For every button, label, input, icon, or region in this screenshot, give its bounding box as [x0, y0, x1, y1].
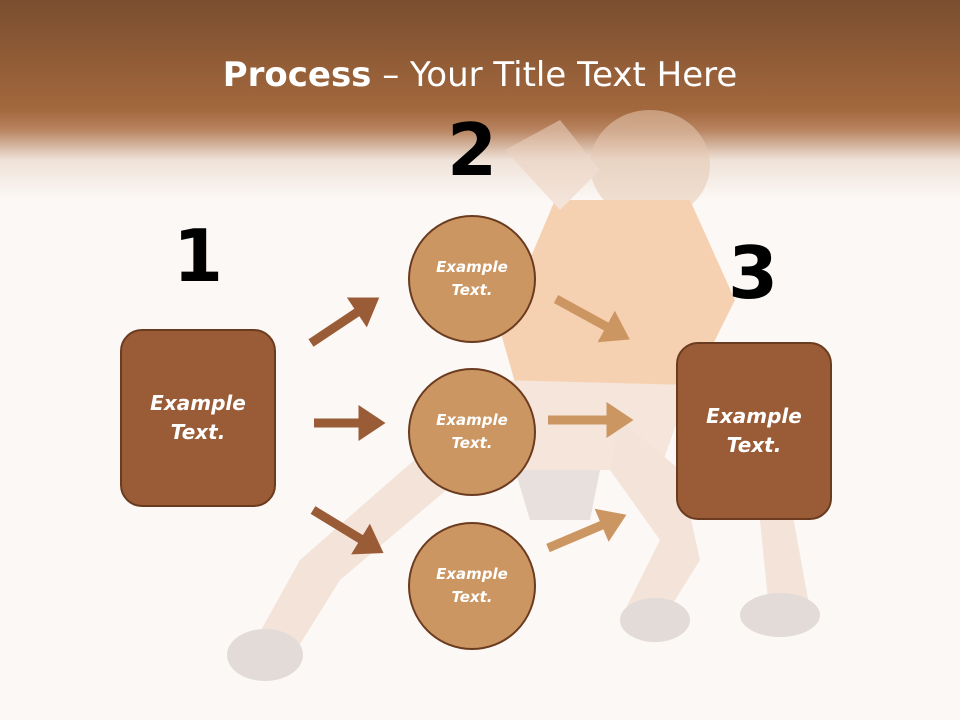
arrow-1-to-bottom: [310, 506, 384, 555]
circle-middle-label-line2: Text.: [451, 434, 493, 452]
step-number-2: 2: [446, 108, 498, 192]
title-rest: – Your Title Text Here: [371, 55, 738, 95]
step-3-box: Example Text.: [676, 342, 832, 520]
step-number-1: 1: [172, 214, 224, 298]
circle-bottom: Example Text.: [408, 522, 536, 650]
step-1-box: Example Text.: [120, 329, 276, 507]
slide-title: Process – Your Title Text Here: [0, 52, 960, 98]
step-1-label-line2: Text.: [170, 420, 226, 444]
arrow-top-to-3: [553, 295, 630, 343]
step-1-label-line1: Example: [150, 391, 246, 415]
title-banner: [0, 0, 960, 200]
circle-top-label-line1: Example: [436, 258, 508, 276]
circle-middle-label-line1: Example: [436, 411, 508, 429]
arrow-bottom-to-3: [546, 508, 627, 553]
circle-middle: Example Text.: [408, 368, 536, 496]
title-bold: Process: [222, 55, 372, 95]
step-3-label-line1: Example: [706, 404, 802, 428]
circle-bottom-label-line1: Example: [436, 565, 508, 583]
step-number-3: 3: [727, 231, 779, 315]
circle-bottom-label-line2: Text.: [451, 588, 493, 606]
step-3-label-line2: Text.: [726, 433, 782, 457]
circle-top: Example Text.: [408, 215, 536, 343]
arrow-1-to-top: [308, 297, 380, 347]
circle-top-label-line2: Text.: [451, 281, 493, 299]
